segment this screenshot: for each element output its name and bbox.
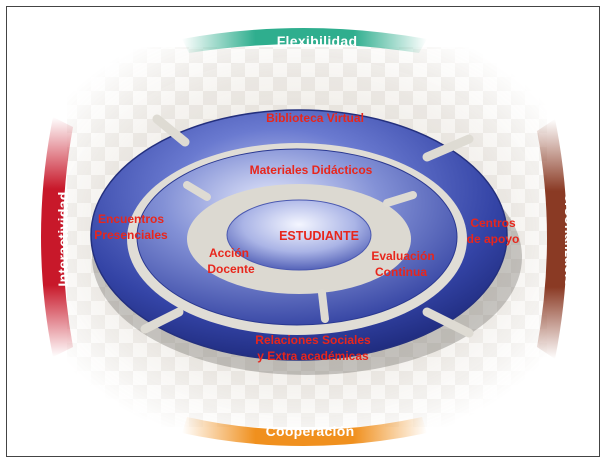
center-ellipse xyxy=(226,199,372,271)
bottom-arc xyxy=(182,417,427,446)
label-relaciones-sociales-1: Relaciones Sociales xyxy=(255,333,371,347)
inner-ring-separators xyxy=(183,181,417,323)
label-encuentros-presenciales-1: Encuentros xyxy=(98,212,164,226)
label-accion-docente-2: Docente xyxy=(207,262,255,276)
label-materiales-didacticos: Materiales Didácticos xyxy=(250,163,373,177)
right-label: Personalización xyxy=(562,184,578,295)
label-evaluacion-continua-1: Evaluación xyxy=(371,249,434,263)
label-evaluacion-continua-2: Continua xyxy=(375,265,427,279)
diagram-canvas: Flexibilidad Cooperación Interactividad … xyxy=(41,28,578,446)
right-arc xyxy=(537,119,567,359)
label-relaciones-sociales-2: y Extra académicas xyxy=(257,349,369,363)
top-label: Flexibilidad xyxy=(277,33,358,49)
diagram-frame: Flexibilidad Cooperación Interactividad … xyxy=(6,6,600,457)
outer-ring-separators xyxy=(140,114,474,338)
label-estudiante: ESTUDIANTE xyxy=(279,229,359,243)
label-biblioteca-virtual: Biblioteca Virtual xyxy=(266,111,364,125)
bottom-label: Cooperación xyxy=(266,423,355,439)
left-arc xyxy=(41,117,73,357)
left-label: Interactividad xyxy=(55,191,71,286)
label-encuentros-presenciales-2: Presenciales xyxy=(94,228,168,242)
label-accion-docente-1: Acción xyxy=(209,246,249,260)
top-arc xyxy=(182,28,427,53)
label-centros-de-apoyo-1: Centros xyxy=(470,216,516,230)
label-centros-de-apoyo-2: de apoyo xyxy=(467,232,520,246)
